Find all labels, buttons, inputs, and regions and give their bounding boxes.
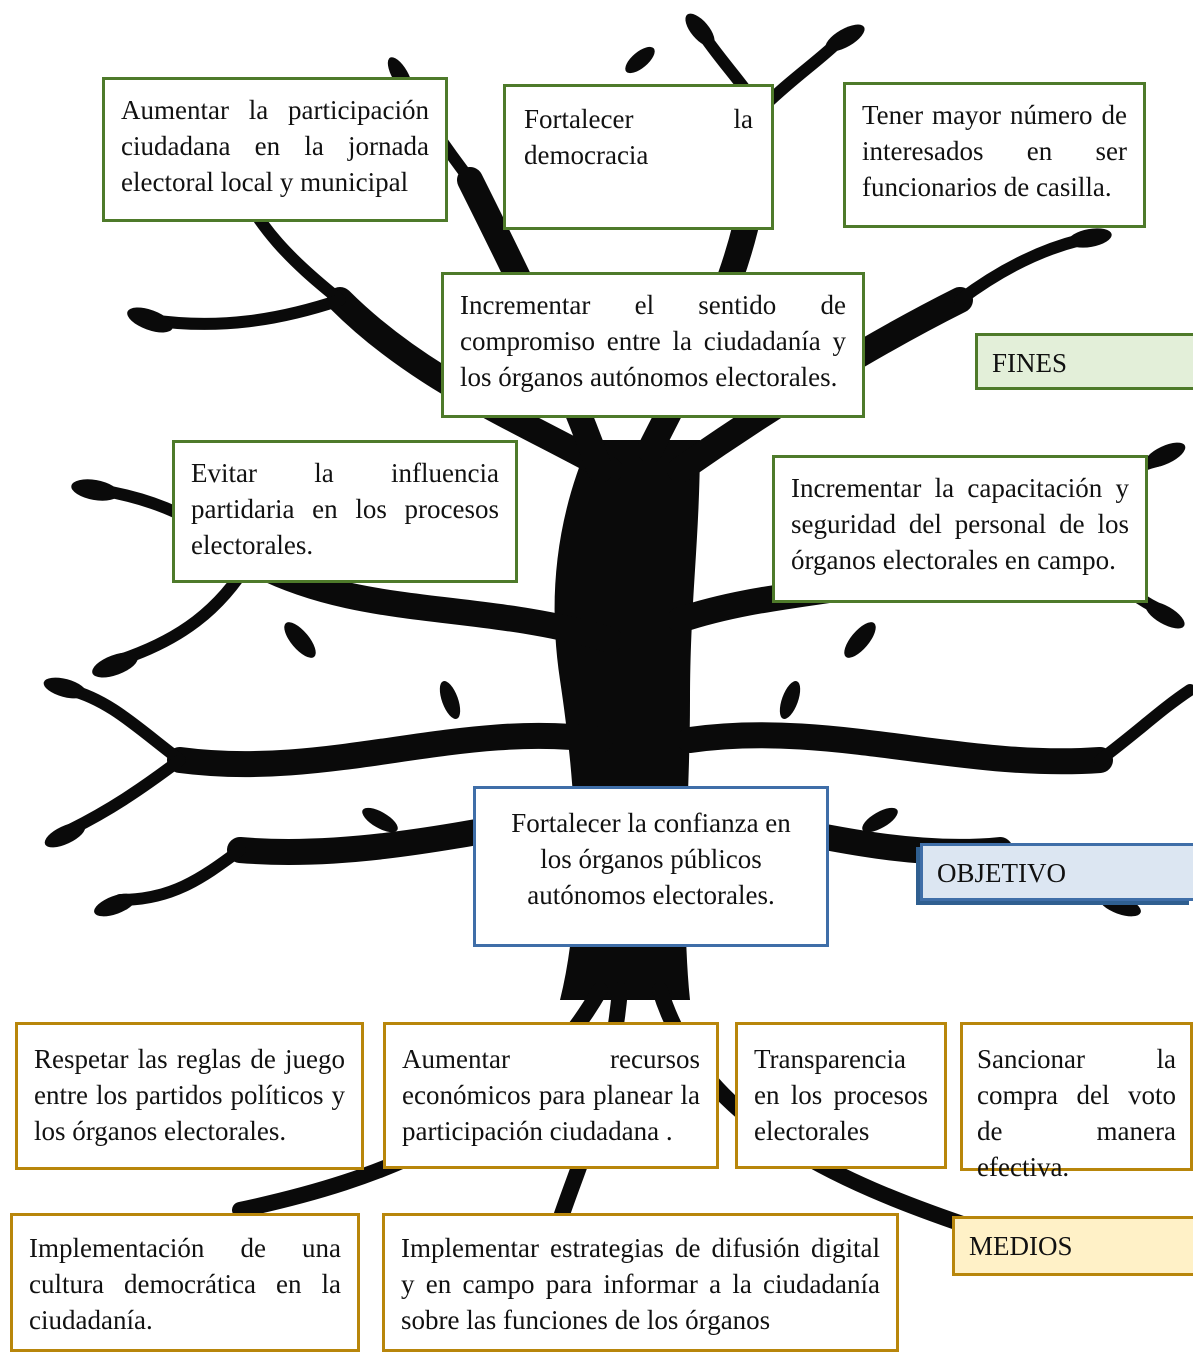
medio-recursos: Aumentar recursos económicos para planea… [383, 1022, 719, 1169]
fin-aumentar-participacion: Aumentar la participación ciudadana en l… [102, 77, 448, 222]
objetivo-confianza: Fortalecer la confianza en los órganos p… [473, 786, 829, 947]
medio-difusion: Implementar estrategias de difusión digi… [382, 1213, 899, 1352]
label-medios: MEDIOS [952, 1216, 1193, 1276]
medio-cultura: Implementación de una cultura democrátic… [10, 1213, 360, 1352]
fin-influencia-partidaria: Evitar la influencia partidaria en los p… [172, 440, 518, 583]
fin-capacitacion: Incrementar la capacitación y seguridad … [772, 455, 1148, 603]
label-objetivo: OBJETIVO [920, 843, 1193, 901]
medio-transparencia: Transparencia en los procesos electorale… [735, 1022, 947, 1169]
fin-fortalecer-democracia: Fortalecer la democracia [503, 84, 774, 230]
fin-funcionarios-casilla: Tener mayor número de interesados en ser… [843, 82, 1146, 228]
fin-compromiso: Incrementar el sentido de compromiso ent… [441, 272, 865, 418]
medio-sancionar: Sancionar la compra del voto de manera e… [960, 1022, 1193, 1182]
label-fines: FINES [975, 333, 1193, 390]
medio-reglas-juego: Respetar las reglas de juego entre los p… [15, 1022, 364, 1170]
